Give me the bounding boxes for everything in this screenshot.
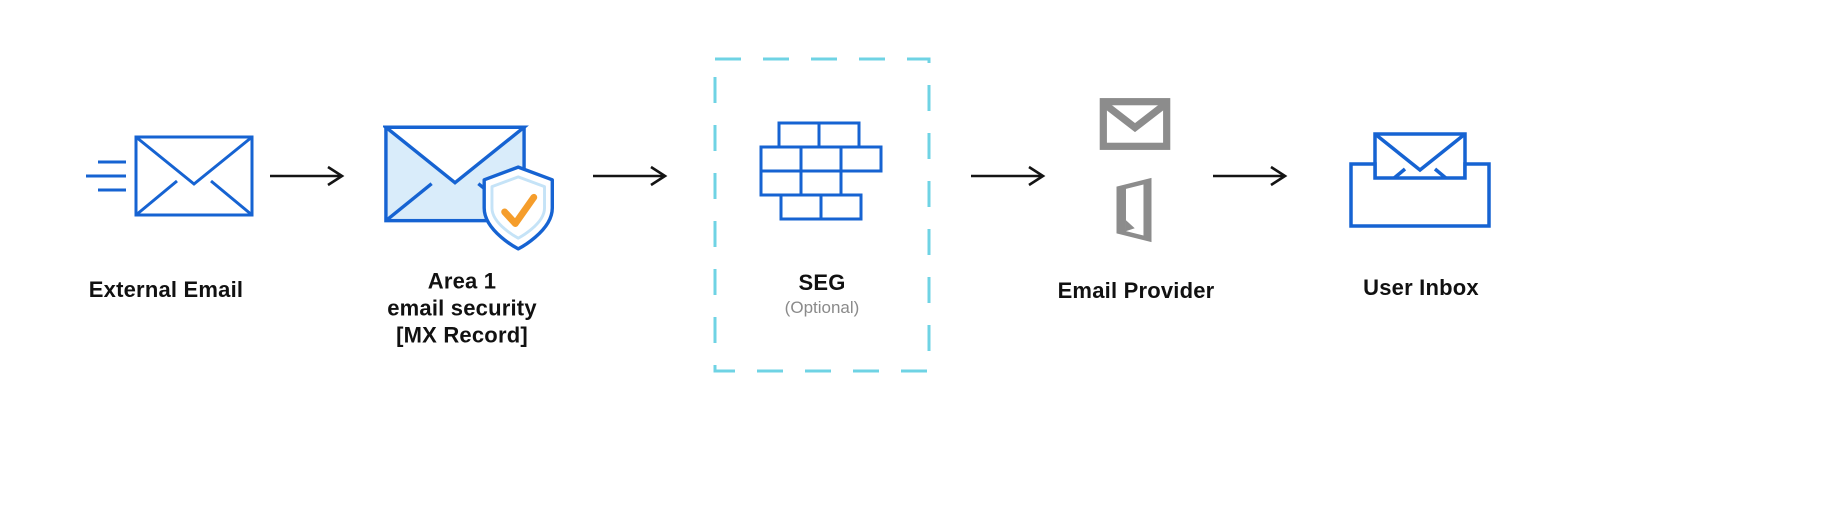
envelope-speed-icon	[86, 135, 254, 217]
arrow-right-icon	[593, 165, 668, 187]
envelope-shield-check-icon	[383, 125, 554, 251]
area1-label-line-1: Area 1	[427, 268, 497, 294]
node-label-user-inbox: User Inbox	[1363, 275, 1479, 300]
node-label-email-provider: Email Provider	[1057, 278, 1215, 303]
node-label-area1: Area 1 email security [MX Record]	[387, 268, 537, 349]
node-sublabel-seg-optional: (Optional)	[784, 298, 860, 317]
arrow-right-icon	[1213, 165, 1288, 187]
area1-label-line-2: email security	[387, 295, 537, 321]
gmail-icon	[1099, 98, 1171, 150]
optional-dashed-border	[713, 57, 931, 373]
node-label-external-email: External Email	[88, 277, 244, 302]
area1-label-line-3: [MX Record]	[396, 322, 528, 348]
node-label-seg: SEG	[798, 270, 846, 295]
firewall-bricks-icon	[759, 121, 883, 221]
office-icon	[1116, 177, 1152, 243]
arrow-right-icon	[270, 165, 345, 187]
arrow-right-icon	[971, 165, 1046, 187]
inbox-tray-icon	[1349, 132, 1491, 228]
